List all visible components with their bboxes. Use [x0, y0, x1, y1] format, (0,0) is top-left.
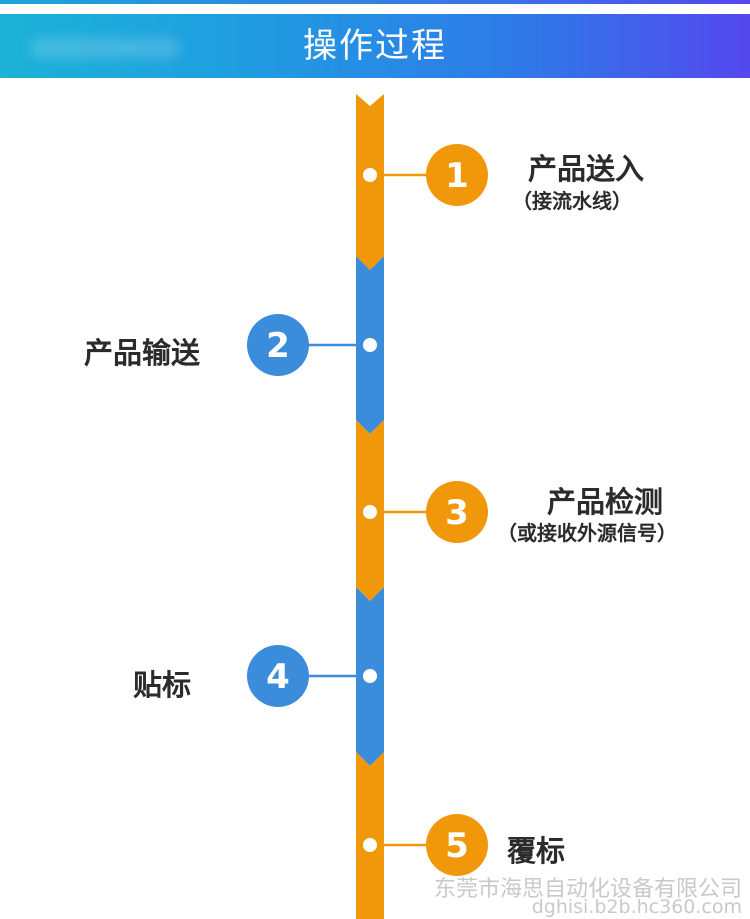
step-2-badge	[247, 314, 309, 376]
step-5: 5	[363, 814, 488, 876]
step-2: 2	[247, 314, 377, 376]
step-5-title: 覆标	[507, 834, 566, 868]
watermark-site: dghisi.b2b.hc360.com	[531, 896, 742, 918]
step-1: 1	[363, 144, 488, 206]
step-4: 4	[247, 645, 377, 707]
step-5-badge	[426, 814, 488, 876]
step-3: 3	[363, 481, 488, 543]
timeline-dot-1	[363, 168, 377, 182]
step-1-title: 产品送入	[528, 152, 645, 186]
step-1-badge	[426, 144, 488, 206]
watermark-company: 东莞市海思自动化设备有限公司	[433, 877, 742, 902]
step-3-badge	[426, 481, 488, 543]
step-4-title: 贴标	[133, 668, 192, 702]
timeline-dot-5	[363, 838, 377, 852]
page-title: 操作过程	[303, 26, 447, 66]
step-4-badge	[247, 645, 309, 707]
step-2-title: 产品输送	[84, 336, 201, 370]
step-4-number: 4	[266, 657, 290, 697]
step-2-number: 2	[266, 326, 290, 366]
timeline-dot-2	[363, 338, 377, 352]
top-accent-line	[0, 0, 750, 4]
timeline-dot-4	[363, 669, 377, 683]
step-1-note: （接流水线）	[512, 189, 632, 213]
step-3-number: 3	[445, 493, 469, 533]
timeline-segment-5	[356, 752, 384, 919]
step-3-note: （或接收外源信号）	[497, 521, 677, 545]
banner-highlight	[30, 38, 180, 58]
header-banner: 操作过程	[0, 14, 750, 78]
step-3-title: 产品检测	[547, 485, 664, 519]
step-5-number: 5	[445, 826, 469, 866]
timeline-dot-3	[363, 505, 377, 519]
step-1-number: 1	[445, 156, 469, 196]
